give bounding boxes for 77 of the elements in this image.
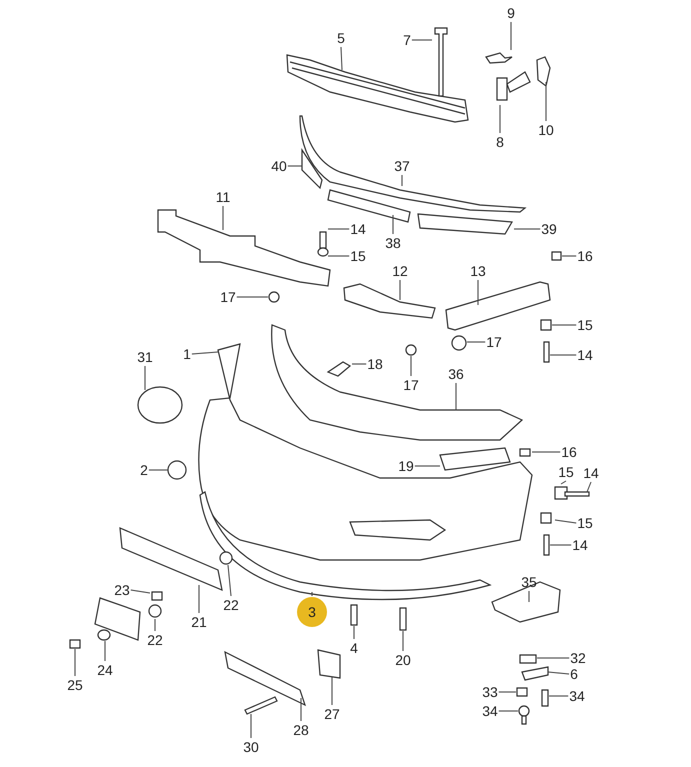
callout-number: 23 bbox=[114, 582, 130, 598]
leader-line bbox=[510, 22, 512, 50]
leader-line bbox=[228, 564, 232, 596]
callout-number: 39 bbox=[541, 221, 557, 237]
callout-number: 14 bbox=[577, 347, 593, 363]
leader-line bbox=[104, 640, 106, 662]
callout-number: 7 bbox=[403, 32, 411, 48]
leader-line bbox=[392, 214, 394, 234]
callout-number: 8 bbox=[496, 134, 504, 150]
callout-number: 15 bbox=[350, 248, 366, 264]
callout-number: 22 bbox=[147, 632, 163, 648]
callout-number: 21 bbox=[191, 614, 207, 630]
callout-number: 19 bbox=[398, 458, 414, 474]
leader-line bbox=[528, 590, 530, 602]
callout-number: 24 bbox=[97, 662, 113, 678]
callout-number: 15 bbox=[577, 317, 593, 333]
callout-number: 6 bbox=[570, 666, 578, 682]
callout-number: 33 bbox=[482, 684, 498, 700]
leader-line bbox=[586, 482, 592, 492]
leader-line bbox=[130, 590, 150, 594]
leader-line bbox=[154, 618, 156, 632]
callout-number: 17 bbox=[486, 334, 502, 350]
callout-number: 31 bbox=[137, 349, 153, 365]
callout-number: 5 bbox=[337, 30, 345, 46]
leader-line bbox=[550, 544, 572, 546]
callout-number: 14 bbox=[350, 221, 366, 237]
leader-line bbox=[300, 698, 302, 722]
callout-number: 40 bbox=[271, 158, 287, 174]
callout-number: 17 bbox=[403, 377, 419, 393]
callout-number: 35 bbox=[521, 574, 537, 590]
callout-number: 14 bbox=[583, 465, 599, 481]
leader-line bbox=[340, 46, 342, 70]
callout-number: 18 bbox=[367, 356, 383, 372]
leader-line bbox=[554, 520, 577, 524]
callout-number: 1 bbox=[183, 346, 191, 362]
leader-line bbox=[560, 480, 566, 484]
callout-number: 28 bbox=[293, 722, 309, 738]
callout-number: 10 bbox=[538, 122, 554, 138]
leader-line bbox=[191, 352, 218, 354]
callout-number: 36 bbox=[448, 366, 464, 382]
leader-line bbox=[222, 206, 224, 230]
callout-number: 16 bbox=[561, 444, 577, 460]
callout-number: 17 bbox=[220, 289, 236, 305]
callout-number: 9 bbox=[507, 5, 515, 21]
callout-number: 12 bbox=[392, 263, 408, 279]
callout-number: 20 bbox=[395, 652, 411, 668]
callout-number: 11 bbox=[216, 189, 230, 205]
callout-number: 34 bbox=[482, 703, 498, 719]
leader-line bbox=[498, 710, 518, 712]
callout-number: 16 bbox=[577, 248, 593, 264]
leader-line bbox=[236, 296, 268, 298]
callout-number: 34 bbox=[569, 688, 585, 704]
callout-number: 30 bbox=[243, 739, 259, 755]
callout-number: 14 bbox=[572, 537, 588, 553]
leader-line bbox=[514, 228, 541, 230]
callout-number: 25 bbox=[67, 677, 83, 693]
callout-number: 22 bbox=[223, 597, 239, 613]
callout-number: 38 bbox=[385, 235, 401, 251]
leader-line bbox=[198, 584, 200, 614]
callout-number: 15 bbox=[558, 464, 574, 480]
leader-line bbox=[328, 228, 350, 230]
callout-number: 4 bbox=[350, 640, 358, 656]
callout-number: 32 bbox=[570, 650, 586, 666]
callout-number: 2 bbox=[140, 462, 148, 478]
leader-line bbox=[144, 366, 146, 390]
callout-number: 37 bbox=[394, 158, 410, 174]
leader-line bbox=[552, 324, 577, 326]
leader-line bbox=[74, 648, 76, 676]
leader-line bbox=[250, 714, 252, 738]
callout-number: 13 bbox=[470, 263, 486, 279]
leader-line bbox=[550, 354, 577, 356]
leader-line bbox=[402, 630, 404, 652]
leader-line bbox=[410, 356, 412, 376]
callout-number: 3 bbox=[297, 597, 327, 627]
leader-line bbox=[548, 672, 570, 674]
callout-number: 15 bbox=[577, 515, 593, 531]
callout-number: 27 bbox=[324, 706, 340, 722]
